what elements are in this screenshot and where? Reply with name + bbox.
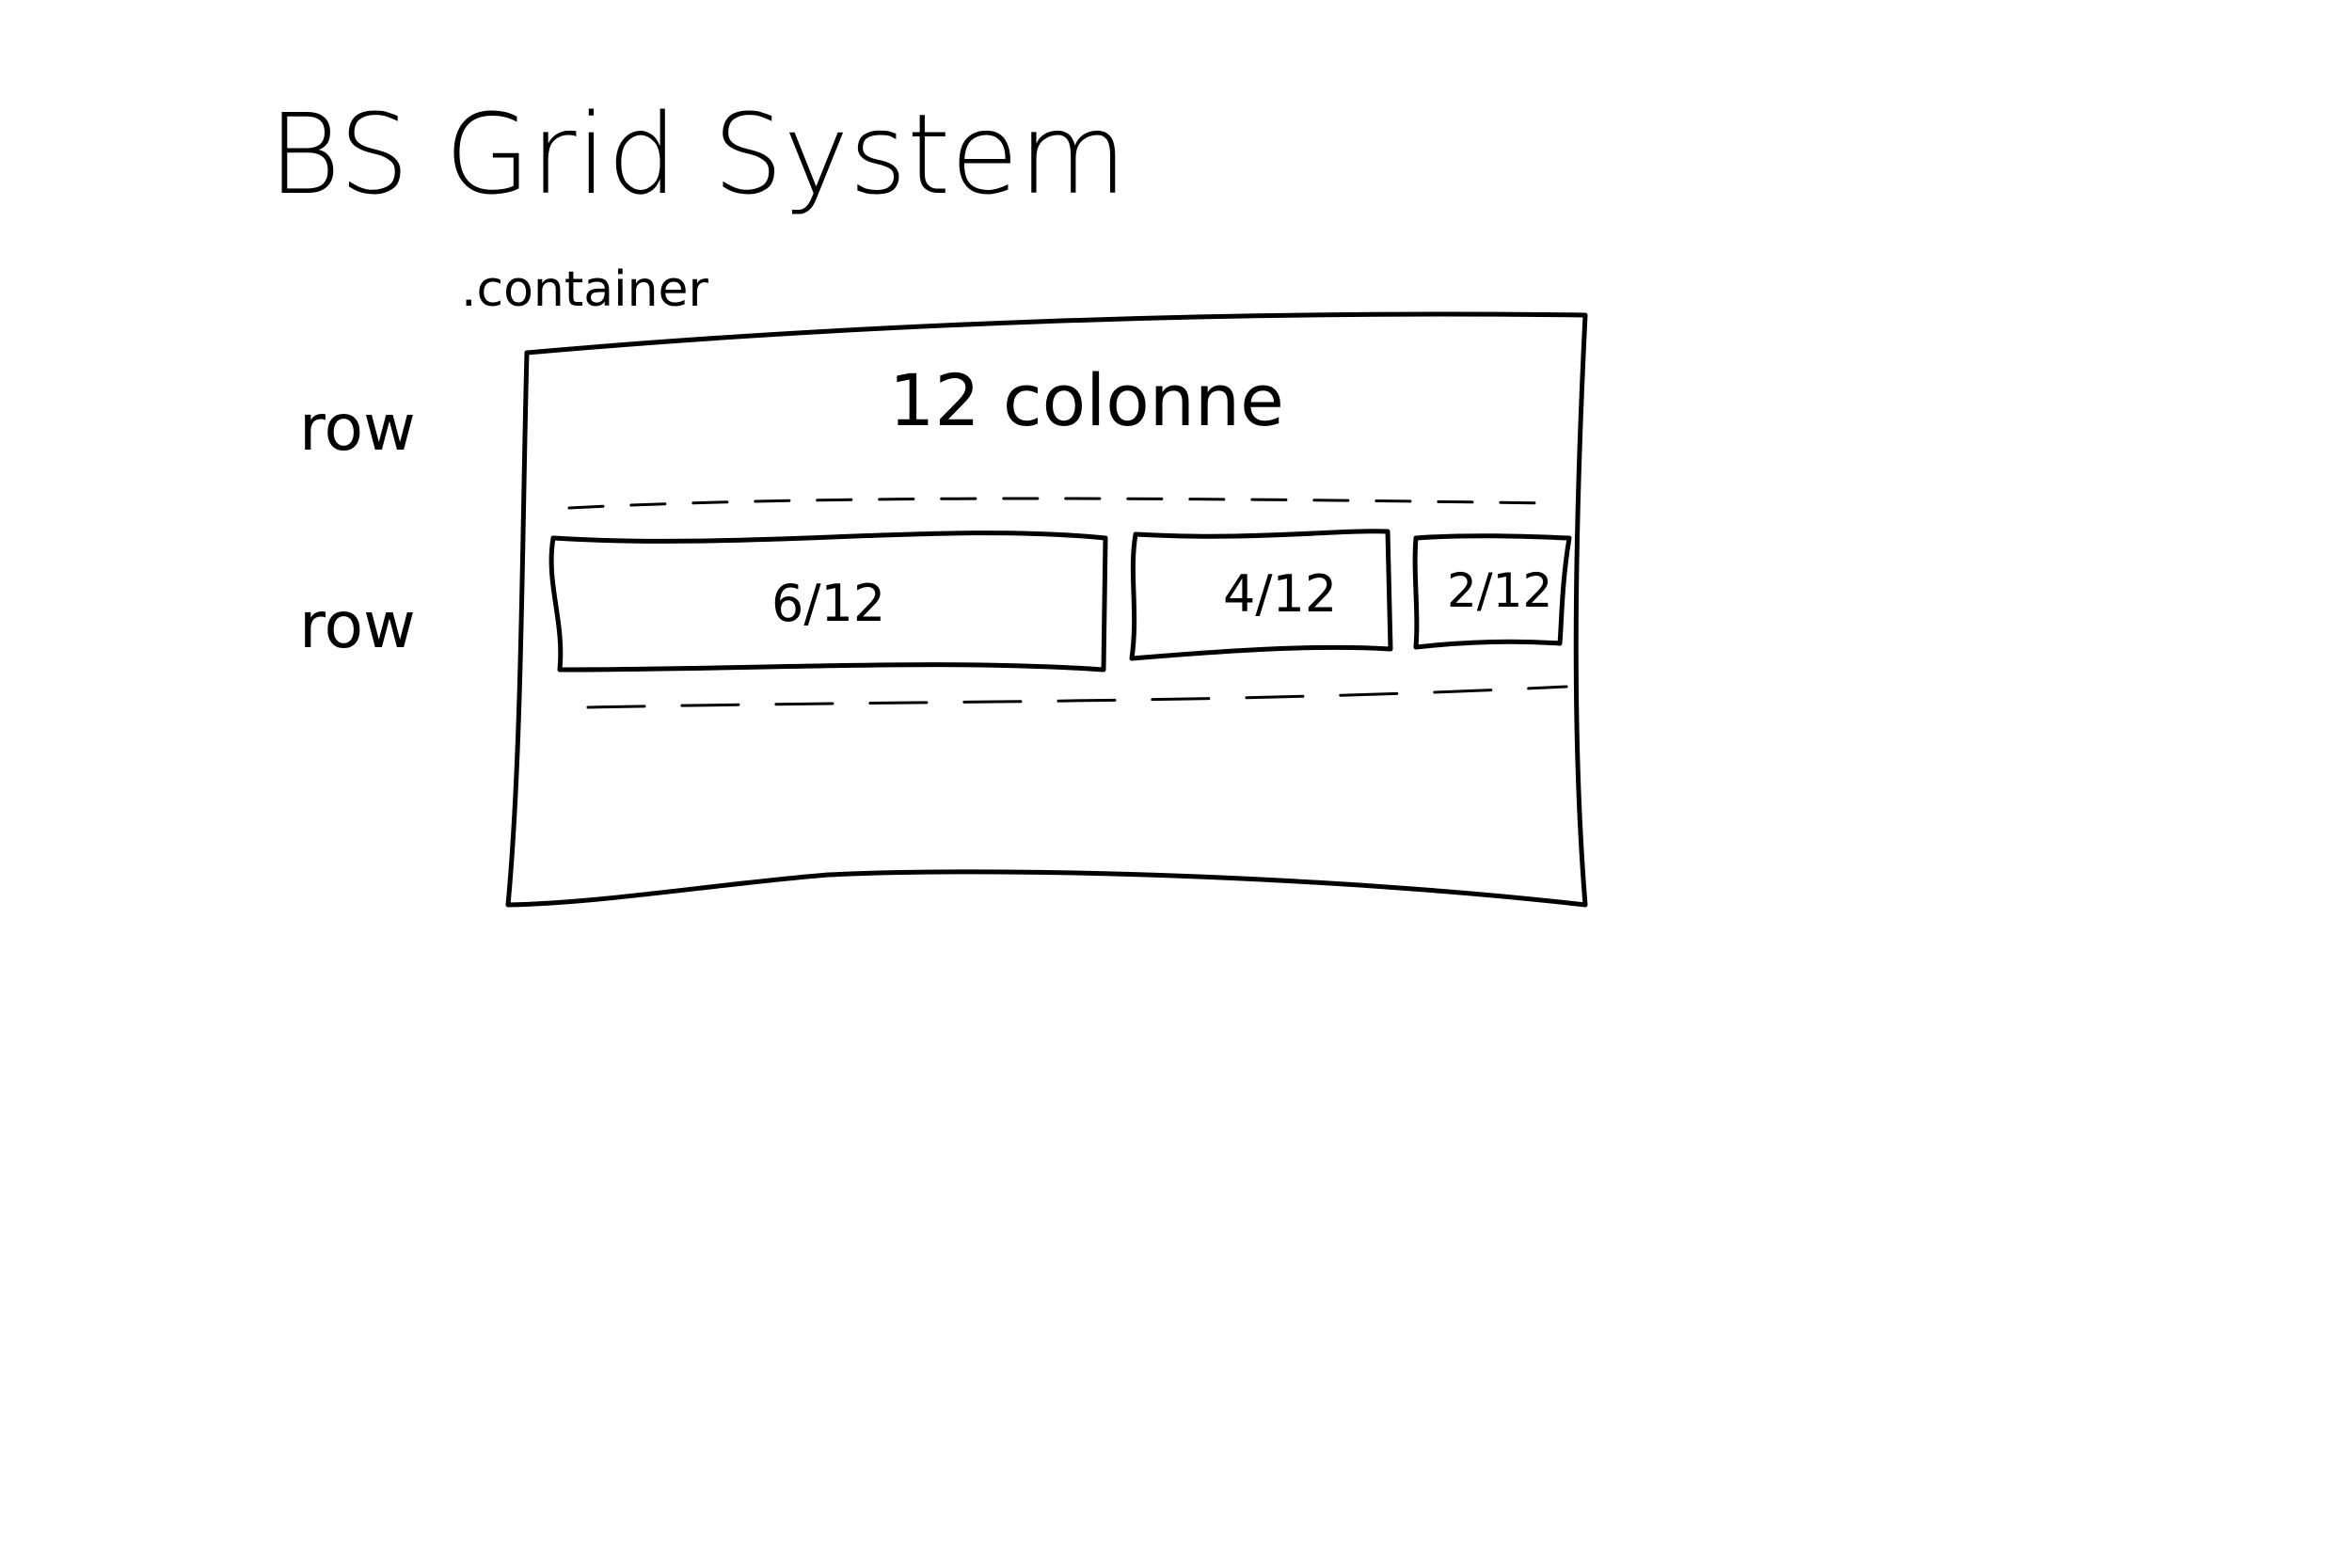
row-label-2: row bbox=[299, 589, 416, 663]
row-label-1: row bbox=[299, 391, 416, 466]
column-box-2-of-12 bbox=[1412, 533, 1572, 650]
row-separator-bottom bbox=[586, 685, 1568, 709]
column-label-6-of-12: 6/12 bbox=[771, 574, 885, 633]
row-separator-top bbox=[567, 497, 1554, 510]
column-box-4-of-12 bbox=[1129, 529, 1393, 661]
row-1-content: 12 colonne bbox=[889, 358, 1284, 442]
container-label: .container bbox=[461, 261, 709, 318]
column-label-4-of-12: 4/12 bbox=[1223, 564, 1337, 624]
diagram-title: BS Grid System bbox=[268, 89, 1127, 219]
column-label-2-of-12: 2/12 bbox=[1447, 563, 1552, 618]
container-box bbox=[505, 311, 1588, 908]
column-box-6-of-12 bbox=[548, 531, 1108, 673]
